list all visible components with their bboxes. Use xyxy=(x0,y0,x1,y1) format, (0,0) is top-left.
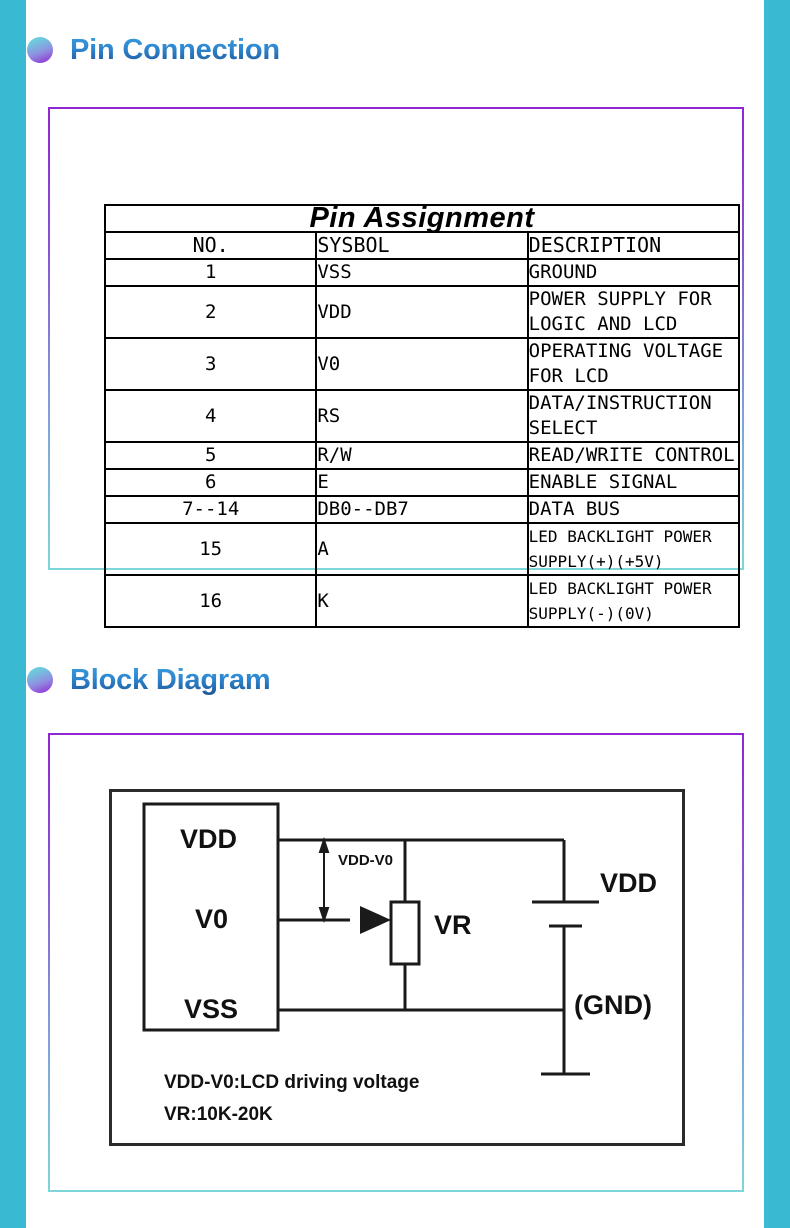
table-row: 2 VDD POWER SUPPLY FOR LOGIC AND LCD xyxy=(103,285,741,339)
cell-symbol: A xyxy=(315,522,529,576)
pin-assignment-title: Pin Assignment xyxy=(104,204,740,233)
table-row: 5 R/W READ/WRITE CONTROL xyxy=(103,441,741,470)
column-header-description: DESCRIPTION xyxy=(526,231,741,260)
table-row: 7--14 DB0--DB7 DATA BUS xyxy=(103,495,741,524)
cell-symbol: K xyxy=(315,574,529,628)
cell-description: DATA BUS xyxy=(526,495,741,524)
note-driving-voltage: VDD-V0:LCD driving voltage xyxy=(164,1072,420,1093)
ic-pin-label-vss: VSS xyxy=(184,994,239,1024)
table-row: 15 A LED BACKLIGHT POWER SUPPLY(+)(+5V) xyxy=(103,522,741,576)
cell-description: POWER SUPPLY FOR LOGIC AND LCD xyxy=(526,285,741,339)
cell-symbol: DB0--DB7 xyxy=(315,495,529,524)
block-diagram-frame: VDD V0 VSS VDD-V0 VR VDD (GND) VDD-V0:LC… xyxy=(109,789,685,1146)
right-accent-strip xyxy=(764,0,790,1228)
supply-label-vdd: VDD xyxy=(600,868,658,898)
cell-no: 7--14 xyxy=(103,495,318,524)
cell-description: GROUND xyxy=(526,258,741,287)
battery-symbol xyxy=(532,900,599,1076)
table-row: 6 E ENABLE SIGNAL xyxy=(103,468,741,497)
cell-no: 2 xyxy=(103,285,318,339)
cell-description: OPERATING VOLTAGE FOR LCD xyxy=(526,337,741,391)
cell-no: 4 xyxy=(103,389,318,443)
bullet-circle-icon xyxy=(27,667,53,693)
cell-description: LED BACKLIGHT POWER SUPPLY(+)(+5V) xyxy=(526,522,741,576)
table-row: 3 V0 OPERATING VOLTAGE FOR LCD xyxy=(103,337,741,391)
vdd-v0-dimension-arrow xyxy=(318,836,330,924)
cell-no: 15 xyxy=(103,522,318,576)
cell-no: 1 xyxy=(103,258,318,287)
block-diagram-svg xyxy=(142,802,599,1076)
cell-description: ENABLE SIGNAL xyxy=(526,468,741,497)
pin-assignment-table-wrap: Pin Assignment NO. SYSBOL DESCRIPTION 1 … xyxy=(103,204,741,628)
bullet-circle-icon xyxy=(27,37,53,63)
arrow-head-up xyxy=(318,836,330,853)
table-row: 16 K LED BACKLIGHT POWER SUPPLY(-)(0V) xyxy=(103,574,741,628)
pin-connection-panel: Pin Assignment NO. SYSBOL DESCRIPTION 1 … xyxy=(48,107,744,628)
resistor-label-vr: VR xyxy=(434,910,472,940)
arrow-head-down xyxy=(318,907,330,924)
cell-no: 16 xyxy=(103,574,318,628)
dimension-label-vdd-v0: VDD-V0 xyxy=(338,852,394,869)
ic-pin-label-vdd: VDD xyxy=(180,824,238,854)
section-header-pin-connection: Pin Connection xyxy=(27,28,280,72)
ic-pin-label-v0: V0 xyxy=(195,904,229,934)
page-title-pin-connection: Pin Connection xyxy=(70,33,280,66)
cell-no: 5 xyxy=(103,441,318,470)
table-row: 4 RS DATA/INSTRUCTION SELECT xyxy=(103,389,741,443)
cell-symbol: V0 xyxy=(315,337,529,391)
note-vr-range: VR:10K-20K xyxy=(164,1104,273,1125)
table-header-row: NO. SYSBOL DESCRIPTION xyxy=(103,231,741,260)
cell-symbol: VSS xyxy=(315,258,529,287)
ground-label-gnd: (GND) xyxy=(574,990,652,1020)
table-title-row: Pin Assignment xyxy=(104,204,740,233)
cell-symbol: E xyxy=(315,468,529,497)
wiper-arrow-icon xyxy=(360,906,391,934)
cell-symbol: VDD xyxy=(315,285,529,339)
left-accent-strip xyxy=(0,0,26,1228)
cell-description: DATA/INSTRUCTION SELECT xyxy=(526,389,741,443)
table-row: 1 VSS GROUND xyxy=(103,258,741,287)
vr-resistor-rect xyxy=(389,900,421,966)
block-diagram-panel: VDD V0 VSS VDD-V0 VR VDD (GND) VDD-V0:LC… xyxy=(48,733,744,1192)
section-header-block-diagram: Block Diagram xyxy=(27,658,271,702)
cell-symbol: R/W xyxy=(315,441,529,470)
cell-description: LED BACKLIGHT POWER SUPPLY(-)(0V) xyxy=(526,574,741,628)
cell-no: 6 xyxy=(103,468,318,497)
cell-no: 3 xyxy=(103,337,318,391)
pin-assignment-table: Pin Assignment NO. SYSBOL DESCRIPTION 1 … xyxy=(103,204,741,628)
column-header-no: NO. xyxy=(103,231,318,260)
cell-description: READ/WRITE CONTROL xyxy=(526,441,741,470)
cell-symbol: RS xyxy=(315,389,529,443)
column-header-symbol: SYSBOL xyxy=(315,231,529,260)
ic-block-rect xyxy=(142,802,280,1032)
page-title-block-diagram: Block Diagram xyxy=(70,663,271,696)
